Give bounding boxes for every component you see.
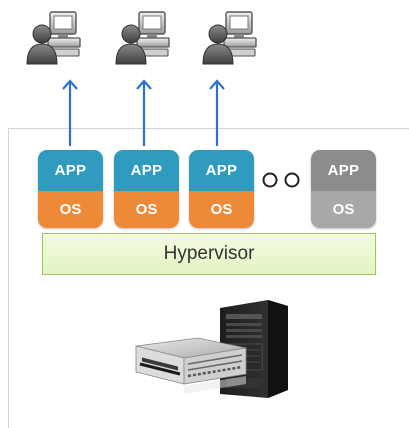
- os-block: OS: [114, 191, 179, 228]
- hypervisor-layer: Hypervisor: [42, 233, 376, 275]
- vm-stack-1: APP OS: [38, 150, 103, 228]
- ellipsis-dots: [262, 172, 300, 188]
- app-block: APP: [114, 150, 179, 191]
- arrow-up-icon-2: [136, 79, 152, 146]
- os-block: OS: [311, 191, 376, 228]
- user-computer-icon-1: [26, 11, 81, 65]
- app-block: APP: [311, 150, 376, 191]
- users-group: [26, 11, 257, 65]
- user-computer-icon-3: [202, 11, 257, 65]
- vm-stack-2: APP OS: [114, 150, 179, 228]
- os-block: OS: [38, 191, 103, 228]
- app-block: APP: [189, 150, 254, 191]
- server-hardware-icon: [135, 300, 288, 398]
- arrow-up-icon-1: [62, 79, 78, 146]
- hypervisor-label: Hypervisor: [163, 243, 255, 264]
- arrow-up-icon-3: [209, 79, 225, 146]
- vm-stack-3: APP OS: [189, 150, 254, 228]
- host-frame: [8, 128, 409, 428]
- vm-stack-4: APP OS: [311, 150, 376, 228]
- user-computer-icon-2: [115, 11, 170, 65]
- app-block: APP: [38, 150, 103, 191]
- os-block: OS: [189, 191, 254, 228]
